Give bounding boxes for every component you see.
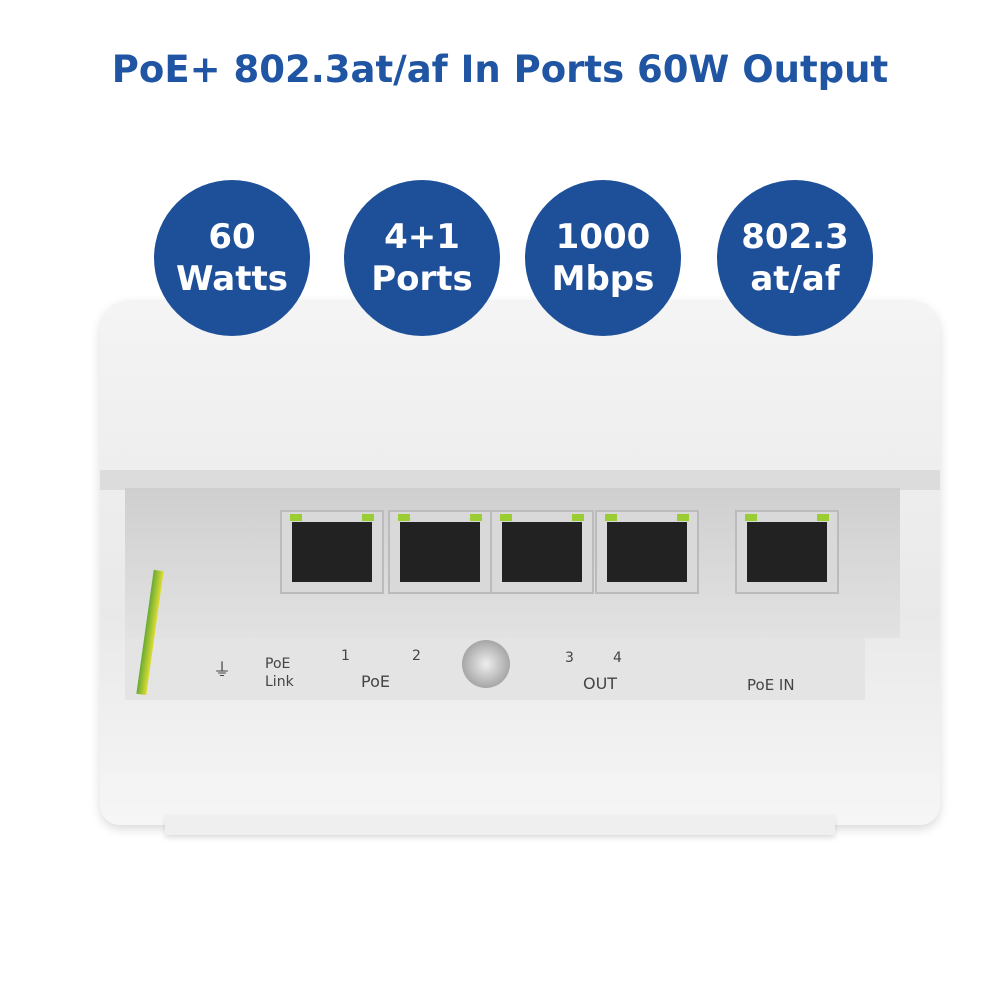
ethernet-port-3	[490, 510, 594, 594]
badge-line: 60	[208, 216, 256, 257]
led-link-label: Link	[265, 674, 294, 690]
ethernet-port-2	[388, 510, 492, 594]
port-number: 3	[565, 650, 574, 666]
port-number: 4	[613, 650, 622, 666]
badge-line: Watts	[176, 259, 288, 299]
badge-line: 802.3	[741, 216, 849, 257]
label-strip: ⏚ PoE Link 1 2 3 4 PoE OUT PoE IN	[125, 638, 865, 700]
poe-in-label: PoE IN	[747, 676, 795, 694]
led-poe-label: PoE	[265, 656, 291, 672]
port-number: 2	[412, 648, 421, 664]
ethernet-port-4	[595, 510, 699, 594]
badge-line: at/af	[750, 259, 840, 299]
badge-line: 1000	[555, 216, 651, 257]
out-group-label: OUT	[583, 674, 618, 693]
ground-icon: ⏚	[213, 660, 231, 681]
badge-line: Ports	[371, 259, 473, 299]
device-lip	[165, 815, 835, 835]
device-hood	[100, 470, 940, 490]
badge-line: 4+1	[384, 216, 460, 257]
screw	[462, 640, 510, 688]
ethernet-port-1	[280, 510, 384, 594]
poe-group-label: PoE	[361, 672, 390, 691]
page-title: PoE+ 802.3at/af In Ports 60W Output	[111, 48, 889, 91]
port-number: 1	[341, 648, 350, 664]
badge-line: Mbps	[551, 259, 655, 299]
ethernet-port-poe-in	[735, 510, 839, 594]
